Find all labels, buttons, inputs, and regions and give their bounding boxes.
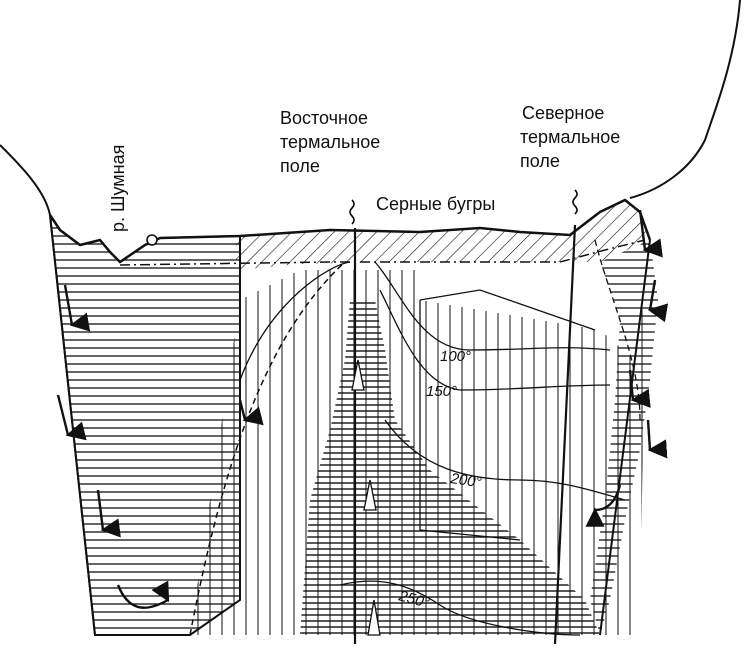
sulfur-hills-label: Серные бугры	[376, 194, 495, 214]
caldera-left-wall	[0, 144, 51, 216]
river-marker	[146, 234, 158, 246]
north-field-label-1: Северное	[522, 103, 604, 123]
downward-flow-arrows	[56, 209, 669, 609]
right-boundary-line	[599, 239, 651, 636]
east-field-label-1: Восточное	[280, 108, 368, 128]
isotherm-100-curve	[239, 261, 611, 381]
isotherm-250-curve	[339, 580, 581, 636]
east-steam-squiggle	[349, 199, 355, 225]
upward-flow-arrows	[351, 359, 381, 636]
groundwater-level	[119, 239, 646, 266]
diagonal-cap-layer	[236, 200, 650, 270]
isotherm-200-curve	[384, 419, 626, 501]
east-field-label-3: поле	[280, 156, 320, 176]
hot-core-zone	[300, 300, 600, 635]
isotherm-150-label: 150°	[426, 383, 457, 400]
north-field-label-3: поле	[520, 151, 560, 171]
ground-surface	[48, 198, 652, 264]
north-field-label-2: термальное	[520, 127, 620, 147]
isotherm-200-label: 200°	[448, 470, 482, 491]
isotherm-100-label: 100°	[440, 348, 471, 365]
north-field-well	[553, 224, 577, 645]
block-outline	[419, 289, 596, 541]
river-label: р. Шумная	[108, 145, 128, 232]
caldera-right-wall	[629, 0, 741, 199]
north-steam-squiggle	[572, 189, 578, 215]
east-field-label-2: термальное	[280, 132, 380, 152]
